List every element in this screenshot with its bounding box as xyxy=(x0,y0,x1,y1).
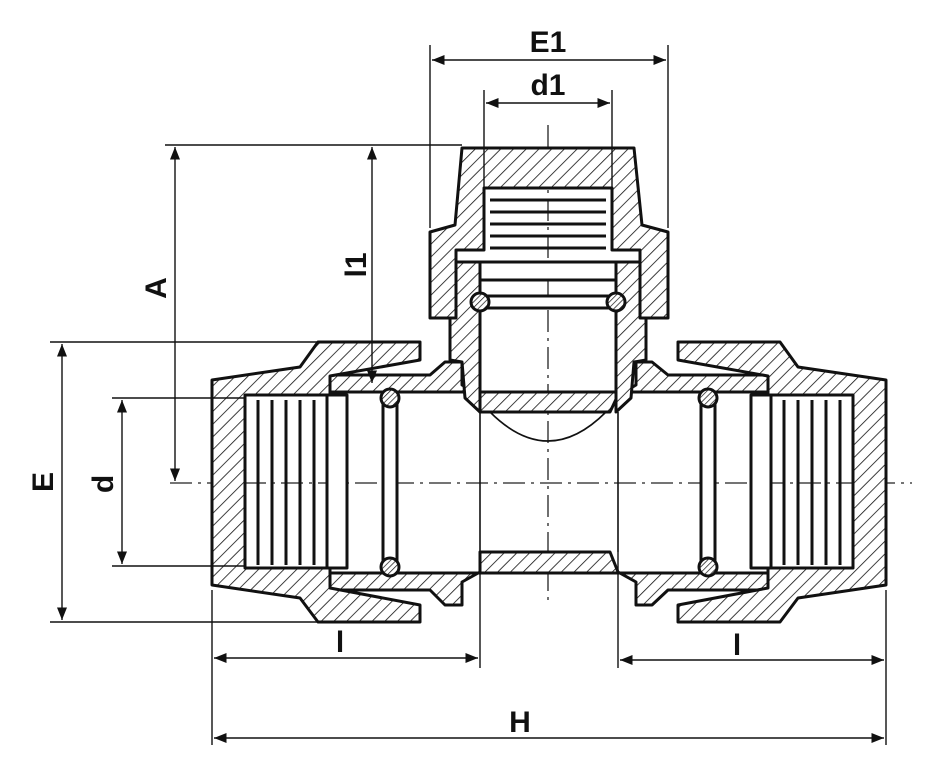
label-l-right: l xyxy=(733,629,741,662)
right-thread-lines xyxy=(782,400,842,565)
label-H: H xyxy=(509,706,531,739)
label-A: A xyxy=(140,277,173,299)
branch-outlet xyxy=(428,146,670,414)
label-d: d xyxy=(87,475,120,493)
label-E1: E1 xyxy=(530,26,567,59)
dimension-A: A xyxy=(140,144,462,481)
branch-o-ring-left xyxy=(469,291,491,313)
dimension-l1: l1 xyxy=(340,147,378,383)
dimension-d1: d1 xyxy=(483,69,613,188)
branch-o-ring-right xyxy=(605,291,627,313)
dimension-l-left: l xyxy=(211,552,481,745)
dimension-H: H xyxy=(214,706,884,744)
dimension-E1: E1 xyxy=(429,26,669,228)
left-o-ring xyxy=(379,387,401,578)
dimension-E: E xyxy=(27,341,318,623)
label-l1: l1 xyxy=(340,252,373,277)
label-d1: d1 xyxy=(530,69,565,102)
label-E: E xyxy=(27,472,60,492)
right-o-ring xyxy=(697,387,719,578)
label-l-left: l xyxy=(336,626,344,659)
dimension-d: d xyxy=(87,397,245,567)
dimension-l-right: l xyxy=(617,552,887,745)
branch-thread-lines xyxy=(490,198,606,250)
right-compression-nut xyxy=(676,340,888,624)
left-compression-nut xyxy=(210,340,422,624)
left-thread-lines xyxy=(256,400,316,565)
